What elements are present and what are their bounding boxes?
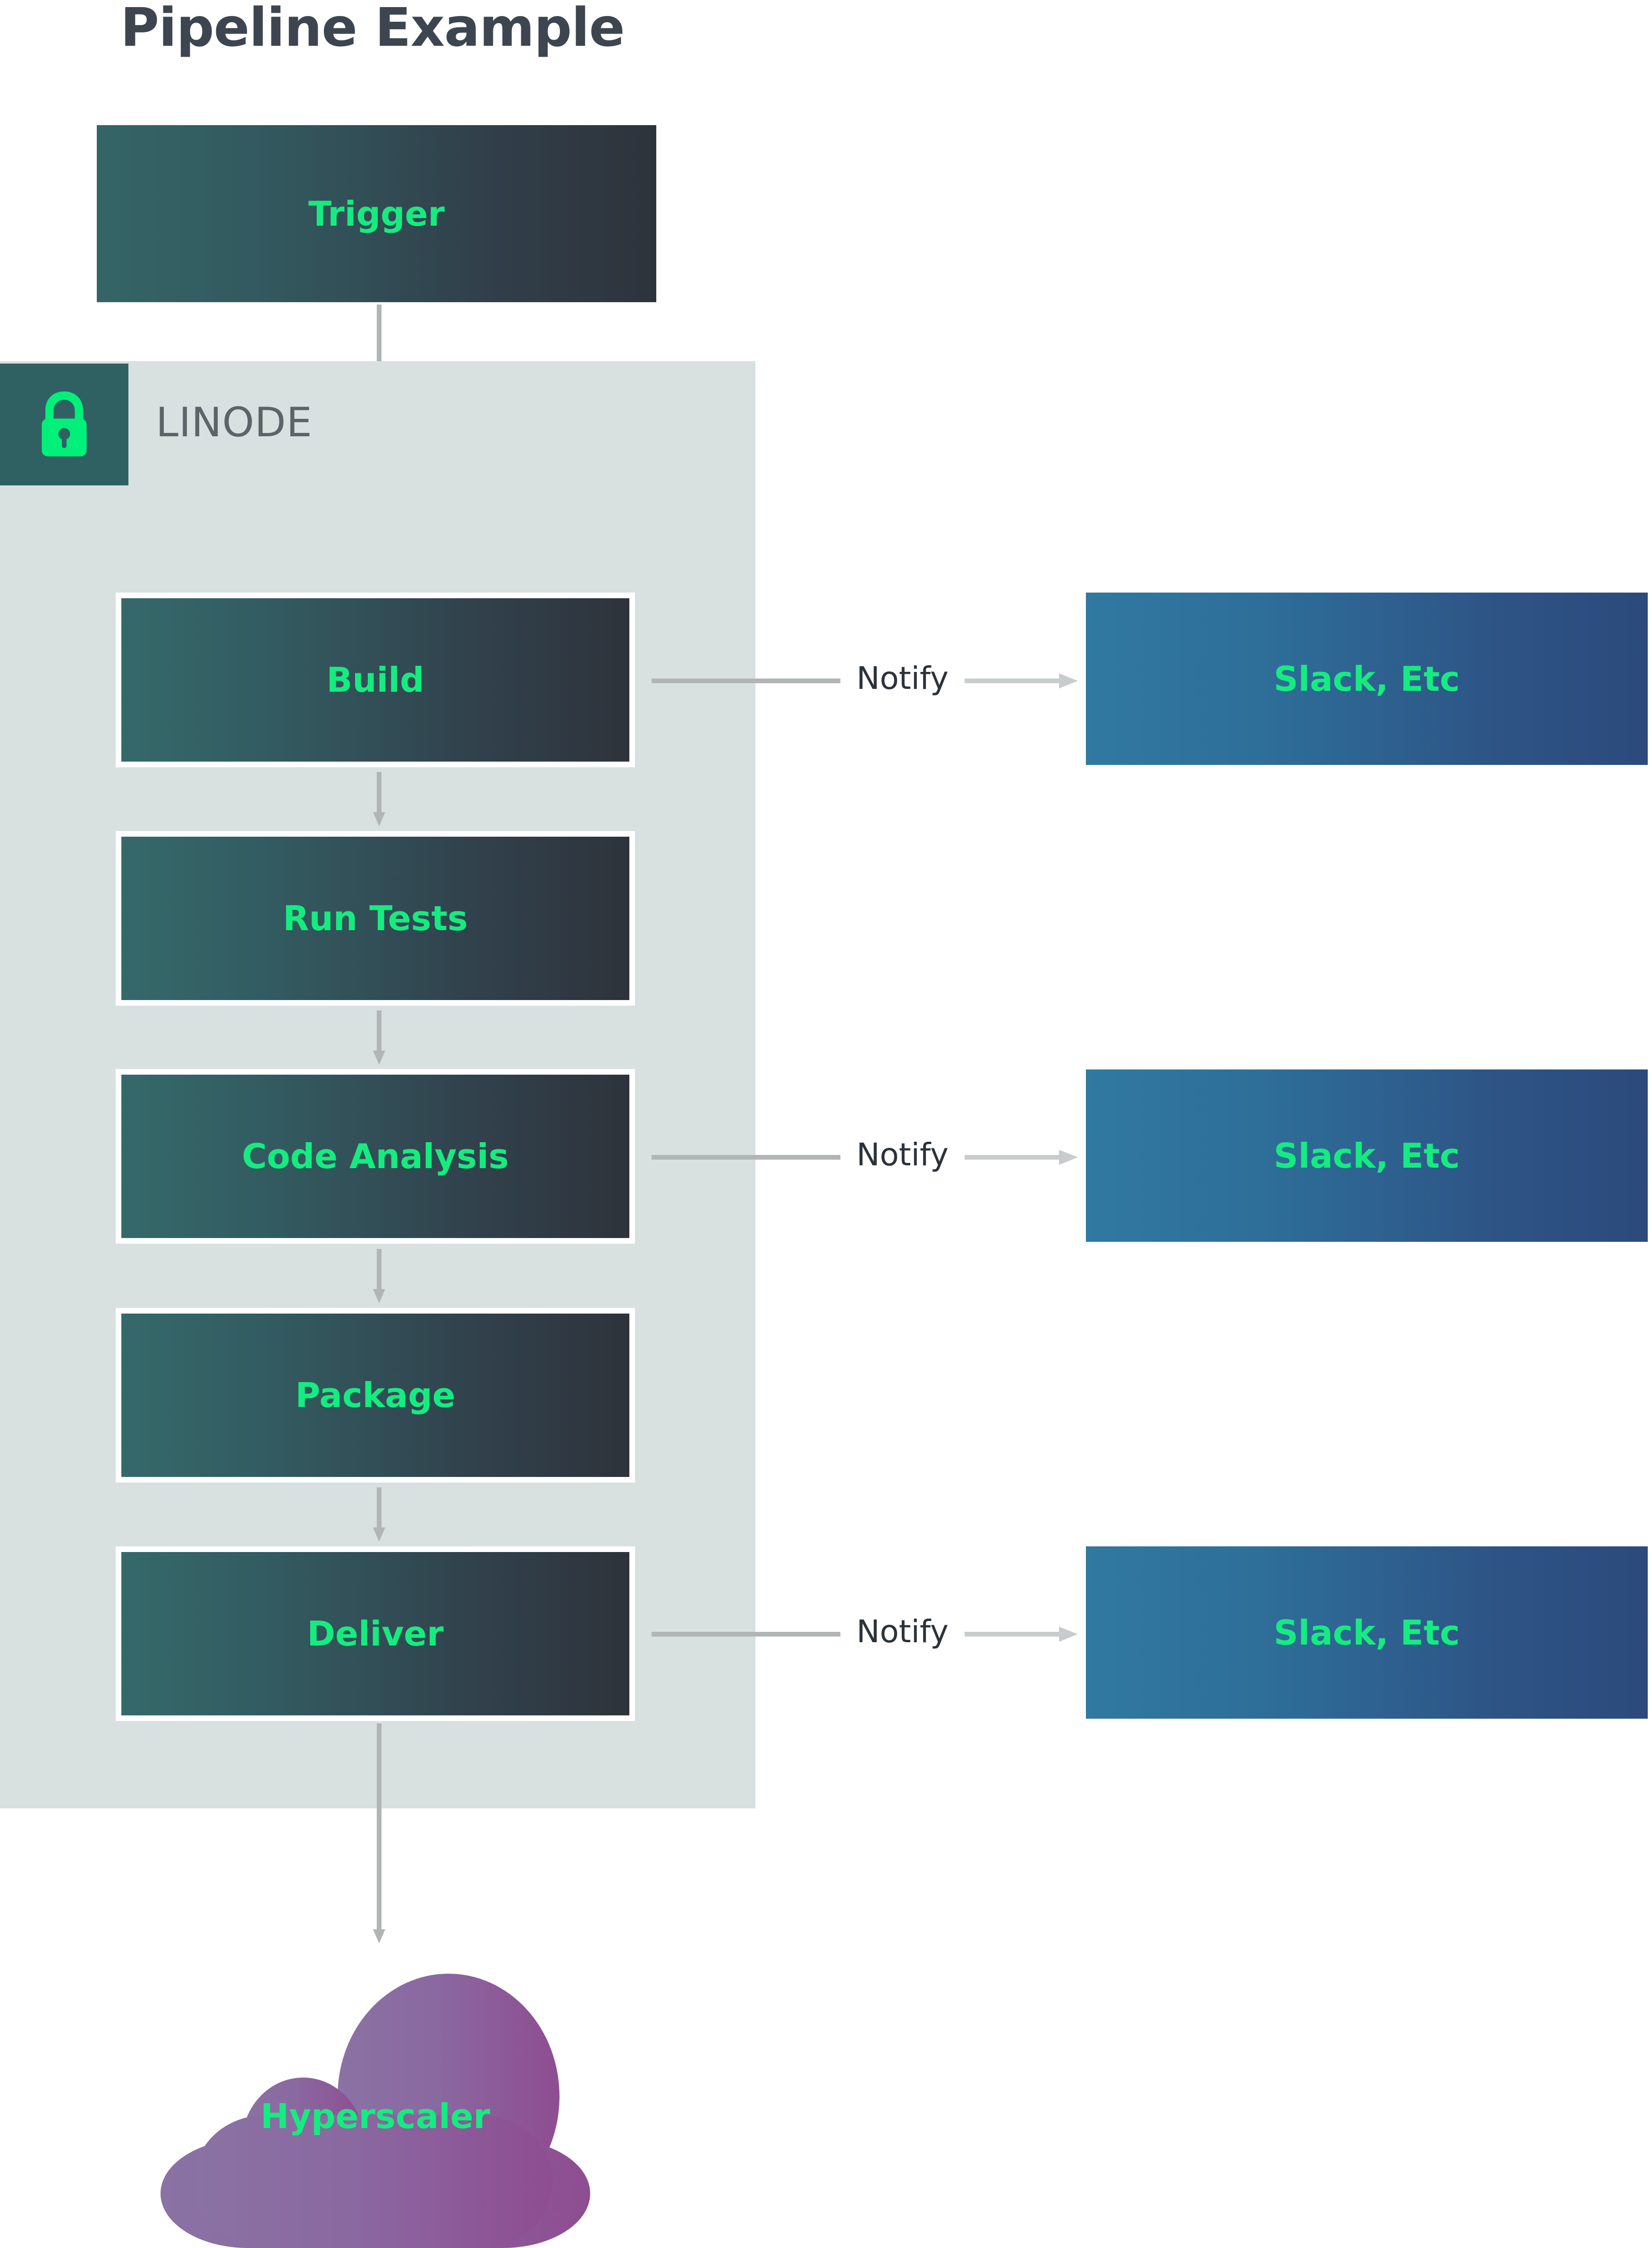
page-title: Pipeline Example <box>120 0 625 59</box>
arrow-analysis-to-package <box>373 1249 385 1303</box>
arrow-head-right-icon <box>1059 1150 1078 1165</box>
arrow-deliver-to-hyperscaler <box>373 1723 385 1945</box>
notify-arrow-right-icon <box>965 1627 1083 1642</box>
arrow-shaft <box>377 772 381 812</box>
stage-label-deliver: Deliver <box>307 1614 444 1654</box>
stage-node-deliver[interactable]: Deliver <box>116 1546 635 1721</box>
stage-node-code-analysis[interactable]: Code Analysis <box>116 1069 635 1244</box>
trigger-label: Trigger <box>308 194 445 234</box>
notify-arrow-right-icon <box>965 673 1083 688</box>
arrow-head-down-icon <box>373 1051 385 1065</box>
arrow-head-right-icon <box>1059 1627 1078 1642</box>
notify-edge-deliver: Notify <box>652 1613 1652 1650</box>
arrow-head-down-icon <box>373 1289 385 1303</box>
arrow-shaft <box>377 1487 381 1527</box>
arrow-build-to-tests <box>373 772 385 826</box>
notify-edge-code-analysis: Notify <box>652 1137 1652 1173</box>
hyperscaler-label: Hyperscaler <box>260 2096 491 2136</box>
notify-arrow-right-icon <box>965 1150 1083 1165</box>
stage-label-run-tests: Run Tests <box>283 899 468 938</box>
linode-zone-label: LINODE <box>156 399 313 446</box>
stage-node-package[interactable]: Package <box>116 1308 635 1483</box>
stage-inner: Package <box>121 1314 629 1477</box>
hyperscaler-cloud-node[interactable] <box>137 1941 614 2248</box>
stage-node-build[interactable]: Build <box>116 593 635 767</box>
arrow-shaft <box>965 1155 1063 1160</box>
notify-label: Notify <box>856 1613 949 1650</box>
notification-target-node[interactable]: Slack, Etc <box>1086 1546 1648 1719</box>
notification-target-label: Slack, Etc <box>1273 1136 1460 1176</box>
stage-inner: Deliver <box>121 1552 629 1715</box>
stage-inner: Build <box>121 598 629 762</box>
stage-inner: Run Tests <box>121 837 629 1000</box>
notify-line-left <box>652 1632 840 1637</box>
arrow-head-down-icon <box>373 1929 385 1943</box>
notification-target-label: Slack, Etc <box>1273 659 1460 699</box>
notification-target-node[interactable]: Slack, Etc <box>1086 1069 1648 1242</box>
arrow-head-down-icon <box>373 812 385 826</box>
arrow-head-down-icon <box>373 1527 385 1542</box>
stage-label-build: Build <box>326 660 424 700</box>
stage-label-code-analysis: Code Analysis <box>242 1137 509 1176</box>
arrow-shaft <box>965 1632 1063 1637</box>
notification-target-label: Slack, Etc <box>1273 1612 1460 1653</box>
arrow-tests-to-analysis <box>373 1010 385 1065</box>
notify-line-left <box>652 1155 840 1160</box>
notification-target-node[interactable]: Slack, Etc <box>1086 593 1648 765</box>
stage-inner: Code Analysis <box>121 1075 629 1238</box>
arrow-package-to-deliver <box>373 1487 385 1542</box>
lock-icon <box>42 391 87 457</box>
notify-edge-build: Notify <box>652 660 1652 696</box>
arrow-shaft <box>377 1249 381 1289</box>
arrow-shaft <box>377 1723 381 1929</box>
notify-label: Notify <box>856 660 949 696</box>
trigger-node[interactable]: Trigger <box>97 125 656 302</box>
cloud-shape <box>161 1974 590 2248</box>
arrow-shaft <box>965 679 1063 683</box>
arrow-head-right-icon <box>1059 673 1078 688</box>
arrow-shaft <box>377 1010 381 1051</box>
lock-badge <box>0 364 128 485</box>
notify-line-left <box>652 679 840 683</box>
notify-label: Notify <box>856 1136 949 1173</box>
stage-label-package: Package <box>295 1375 456 1415</box>
stage-node-run-tests[interactable]: Run Tests <box>116 831 635 1006</box>
